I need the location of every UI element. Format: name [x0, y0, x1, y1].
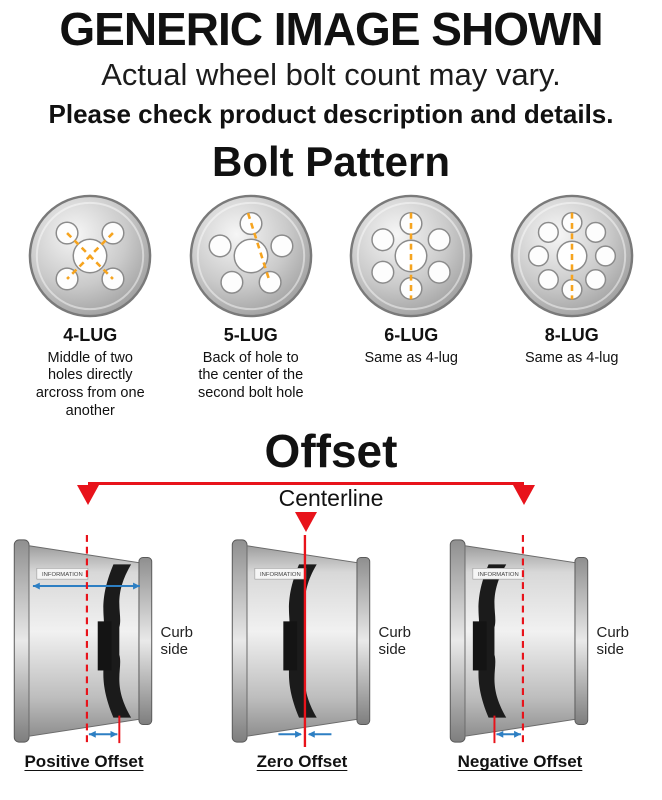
- offset-item-zero: INFORMATION Curb side Zero Offset: [222, 533, 440, 772]
- lug-label: 4-LUG: [63, 324, 118, 345]
- rim-highlight: [196, 201, 305, 310]
- label-spacer: [377, 752, 435, 772]
- bolt-pattern-item-8lug: 8-LUG Same as 4-lug: [492, 192, 653, 421]
- offset-type-label: Zero Offset: [256, 752, 348, 772]
- hub: [97, 621, 111, 671]
- outboard-lip: [355, 557, 370, 726]
- lug-description: Same as 4-lug: [364, 349, 459, 366]
- lug-label: 8-LUG: [544, 324, 599, 345]
- rim-highlight: [36, 201, 145, 310]
- curb-side-label: Curb side: [378, 624, 412, 659]
- lug-holes: [527, 211, 616, 300]
- bolt-pattern-item-4lug: 4-LUG Middle of two holes directly arcro…: [10, 192, 171, 421]
- hub: [472, 621, 487, 671]
- wheel-8-lug-diagram-icon: [510, 194, 634, 317]
- offset-wheels-row: INFORMATION Curb side Positive Offset: [0, 533, 662, 772]
- centerline-marker-left-icon: [77, 485, 99, 506]
- wheel-cross-section-zero-offset: INFORMATION: [231, 535, 370, 748]
- lug-holes: [208, 211, 294, 294]
- lug-description: Back of hole to the center of the second…: [197, 349, 304, 401]
- wheel-4-lug-diagram-icon: [28, 194, 152, 317]
- curb-side-label: Curb side: [596, 624, 630, 659]
- offset-heading: Offset: [264, 425, 398, 478]
- info-sticker-text: INFORMATION: [260, 572, 301, 578]
- arrowhead-right-icon: [132, 582, 140, 590]
- bolt-pattern-item-6lug: 6-LUG Same as 4-lug: [331, 192, 492, 421]
- page-subtitle: Actual wheel bolt count may vary.: [101, 56, 561, 92]
- wheel-5-lug-diagram-icon: [189, 194, 313, 317]
- measurement-dashed-lines: [66, 231, 115, 280]
- offset-type-label: Positive Offset: [24, 752, 144, 772]
- hub: [282, 621, 297, 671]
- bolt-pattern-item-5lug: 5-LUG Back of hole to the center of the …: [171, 192, 332, 421]
- centerline-line: [88, 482, 524, 486]
- arrowhead-left-icon: [88, 730, 96, 738]
- measurement-dashed-lines: [246, 212, 271, 282]
- arrowhead-right-icon: [109, 730, 117, 738]
- rim-highlight: [517, 201, 626, 310]
- inboard-lip: [13, 539, 29, 743]
- info-sticker-text: INFORMATION: [478, 572, 519, 578]
- spoke-disc: [102, 564, 131, 718]
- wheel-cross-section-negative-offset: INFORMATION: [449, 535, 588, 748]
- centerline-marker-middle-icon: [295, 512, 317, 533]
- spoke-disc: [477, 564, 506, 718]
- arrowhead-left-icon: [495, 730, 503, 738]
- offset-type-label: Negative Offset: [457, 752, 583, 772]
- offset-item-positive: INFORMATION Curb side Positive Offset: [4, 533, 222, 772]
- curb-side-label: Curb side: [160, 624, 194, 659]
- lug-label: 5-LUG: [223, 324, 278, 345]
- arrowhead-left-icon: [32, 582, 40, 590]
- rim-highlight: [357, 201, 466, 310]
- bolt-pattern-heading: Bolt Pattern: [211, 137, 450, 185]
- info-sticker-text: INFORMATION: [42, 572, 83, 578]
- offset-item-negative: INFORMATION Curb side Negative Offset: [440, 533, 658, 772]
- arrowhead-right-icon: [294, 730, 302, 738]
- arrowhead-left-icon: [307, 730, 315, 738]
- outboard-lip: [573, 557, 588, 726]
- outboard-lip: [137, 557, 152, 726]
- bolt-pattern-row: 4-LUG Middle of two holes directly arcro…: [0, 192, 662, 421]
- centerline-marker-right-icon: [513, 485, 535, 506]
- arrowhead-right-icon: [513, 730, 521, 738]
- wheel-6-lug-diagram-icon: [349, 194, 473, 317]
- page-note: Please check product description and det…: [48, 99, 614, 130]
- centerline-label: Centerline: [278, 485, 384, 512]
- label-spacer: [595, 752, 653, 772]
- inboard-lip: [449, 539, 465, 743]
- lug-label: 6-LUG: [384, 324, 439, 345]
- label-spacer: [159, 752, 217, 772]
- centerline-indicator: Centerline: [0, 477, 662, 533]
- lug-description: Middle of two holes directly arcross fro…: [35, 349, 145, 419]
- inboard-lip: [231, 539, 247, 743]
- page-title: GENERIC IMAGE SHOWN: [59, 3, 603, 55]
- wheel-cross-section-positive-offset: INFORMATION: [13, 535, 152, 748]
- lug-description: Same as 4-lug: [525, 349, 619, 366]
- spoke-disc: [288, 564, 317, 718]
